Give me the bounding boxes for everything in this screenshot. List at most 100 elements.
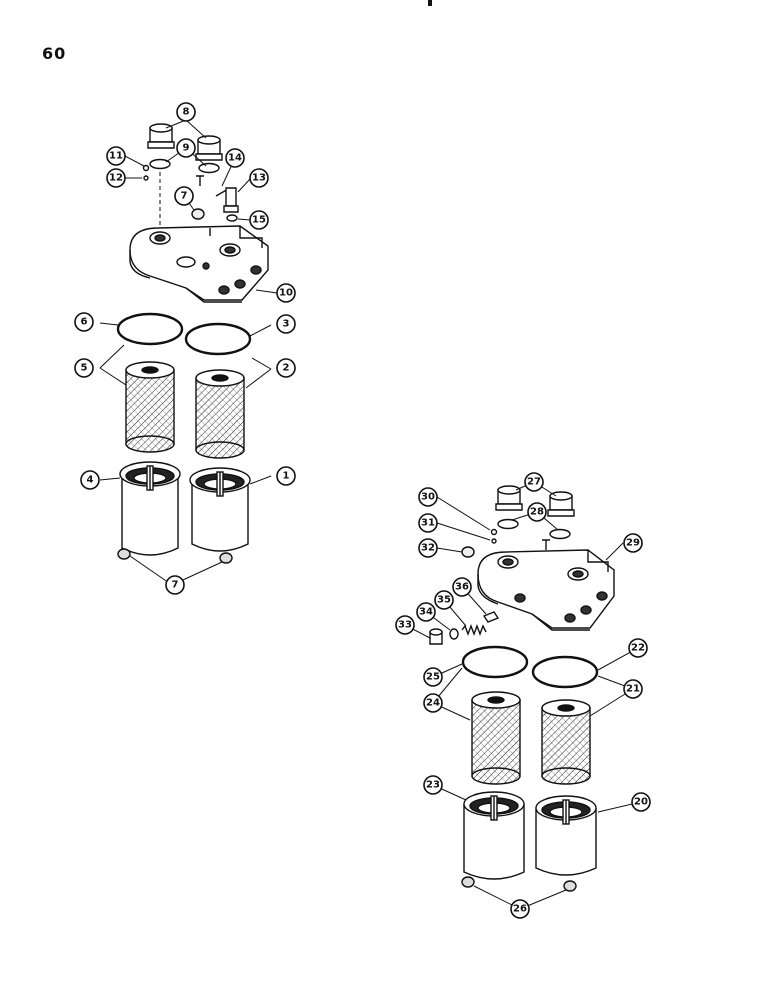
- plug-32: [461, 546, 475, 558]
- callout-circle: [176, 138, 196, 158]
- callout-8: 8: [176, 102, 196, 122]
- washer-28a: [497, 518, 519, 530]
- o-ring-25: [461, 645, 529, 679]
- callout-number: 9: [183, 143, 190, 154]
- callout-circle: [423, 775, 443, 795]
- callout-number: 33: [398, 620, 412, 631]
- callout-30: 30: [418, 487, 438, 507]
- callout-circle: [418, 487, 438, 507]
- callout-number: 14: [228, 153, 242, 164]
- callout-circle: [80, 470, 100, 490]
- callout-circle: [176, 102, 196, 122]
- lockwasher-12: [143, 175, 149, 181]
- callout-32: 32: [418, 538, 438, 558]
- poppet-36: [482, 611, 500, 623]
- callout-circle: [418, 513, 438, 533]
- callout-number: 35: [437, 595, 451, 606]
- filter-element-21: [541, 699, 591, 785]
- callout-9: 9: [176, 138, 196, 158]
- callout-circle: [74, 312, 94, 332]
- top-edge-mark: [428, 0, 432, 6]
- callout-number: 4: [87, 475, 94, 486]
- filter-bowl-4: [119, 461, 181, 556]
- callout-circle: [106, 146, 126, 166]
- callout-circle: [106, 168, 126, 188]
- callout-number: 30: [421, 492, 435, 503]
- callout-15: 15: [249, 210, 269, 230]
- callout-11: 11: [106, 146, 126, 166]
- callout-6: 6: [74, 312, 94, 332]
- filter-assembly-1: [116, 123, 269, 564]
- callout-number: 12: [109, 173, 123, 184]
- callout-number: 32: [421, 543, 435, 554]
- filter-bowl-1: [189, 467, 251, 552]
- callout-number: 15: [252, 215, 266, 226]
- callout-3: 3: [276, 314, 296, 334]
- callout-7a: 7: [174, 186, 194, 206]
- callout-circle: [74, 358, 94, 378]
- washer-9a: [149, 158, 171, 170]
- callout-34: 34: [416, 602, 436, 622]
- cap-plug-27b: [547, 491, 575, 517]
- callout-circle: [276, 358, 296, 378]
- filter-head-29: [477, 549, 615, 631]
- callout-circle: [276, 466, 296, 486]
- filter-element-5: [125, 361, 175, 453]
- callout-circle: [225, 148, 245, 168]
- o-ring-22: [531, 655, 599, 689]
- callout-circle: [423, 693, 443, 713]
- screw-30: [490, 528, 498, 536]
- callout-28: 28: [527, 502, 547, 522]
- callout-number: 23: [426, 780, 440, 791]
- cap-plug-8b: [195, 135, 223, 161]
- callout-number: 11: [109, 151, 123, 162]
- o-ring-34: [449, 628, 459, 640]
- callout-number: 7: [181, 191, 188, 202]
- callout-21: 21: [623, 679, 643, 699]
- filter-bowl-23: [463, 791, 525, 880]
- callout-number: 29: [626, 538, 640, 549]
- o-ring-3: [184, 322, 252, 356]
- plug-7-top: [191, 208, 205, 220]
- filter-element-24: [471, 691, 521, 785]
- callout-circle: [631, 792, 651, 812]
- washer-9b: [198, 162, 220, 174]
- callout-35: 35: [434, 590, 454, 610]
- screw-14: [196, 175, 204, 186]
- callout-13: 13: [249, 168, 269, 188]
- drain-plug-26a: [461, 876, 475, 888]
- callout-circle: [395, 615, 415, 635]
- callout-circle: [165, 575, 185, 595]
- callout-14: 14: [225, 148, 245, 168]
- callout-number: 31: [421, 518, 435, 529]
- filter-bowl-20: [535, 795, 597, 876]
- callout-27: 27: [524, 472, 544, 492]
- callout-circle: [623, 679, 643, 699]
- drain-plug-7b: [219, 552, 233, 564]
- callout-12: 12: [106, 168, 126, 188]
- callout-number: 6: [81, 317, 88, 328]
- callout-25: 25: [423, 667, 443, 687]
- drain-plug-26b: [563, 880, 577, 892]
- o-ring-6: [116, 312, 184, 346]
- washer-28b: [549, 528, 571, 540]
- callout-number: 5: [81, 363, 88, 374]
- callout-circle: [418, 538, 438, 558]
- page-number: 60: [42, 44, 67, 63]
- screw-near-28: [542, 539, 550, 550]
- filter-element-2: [195, 369, 245, 459]
- callout-number: 10: [279, 288, 293, 299]
- callout-number: 20: [634, 797, 648, 808]
- callout-number: 22: [631, 643, 645, 654]
- callout-number: 28: [530, 507, 544, 518]
- callout-circle: [434, 590, 454, 610]
- callout-1: 1: [276, 466, 296, 486]
- callout-number: 26: [513, 904, 527, 915]
- callout-number: 24: [426, 698, 440, 709]
- callout-number: 3: [283, 319, 290, 330]
- callout-circle: [249, 168, 269, 188]
- callout-number: 36: [455, 582, 469, 593]
